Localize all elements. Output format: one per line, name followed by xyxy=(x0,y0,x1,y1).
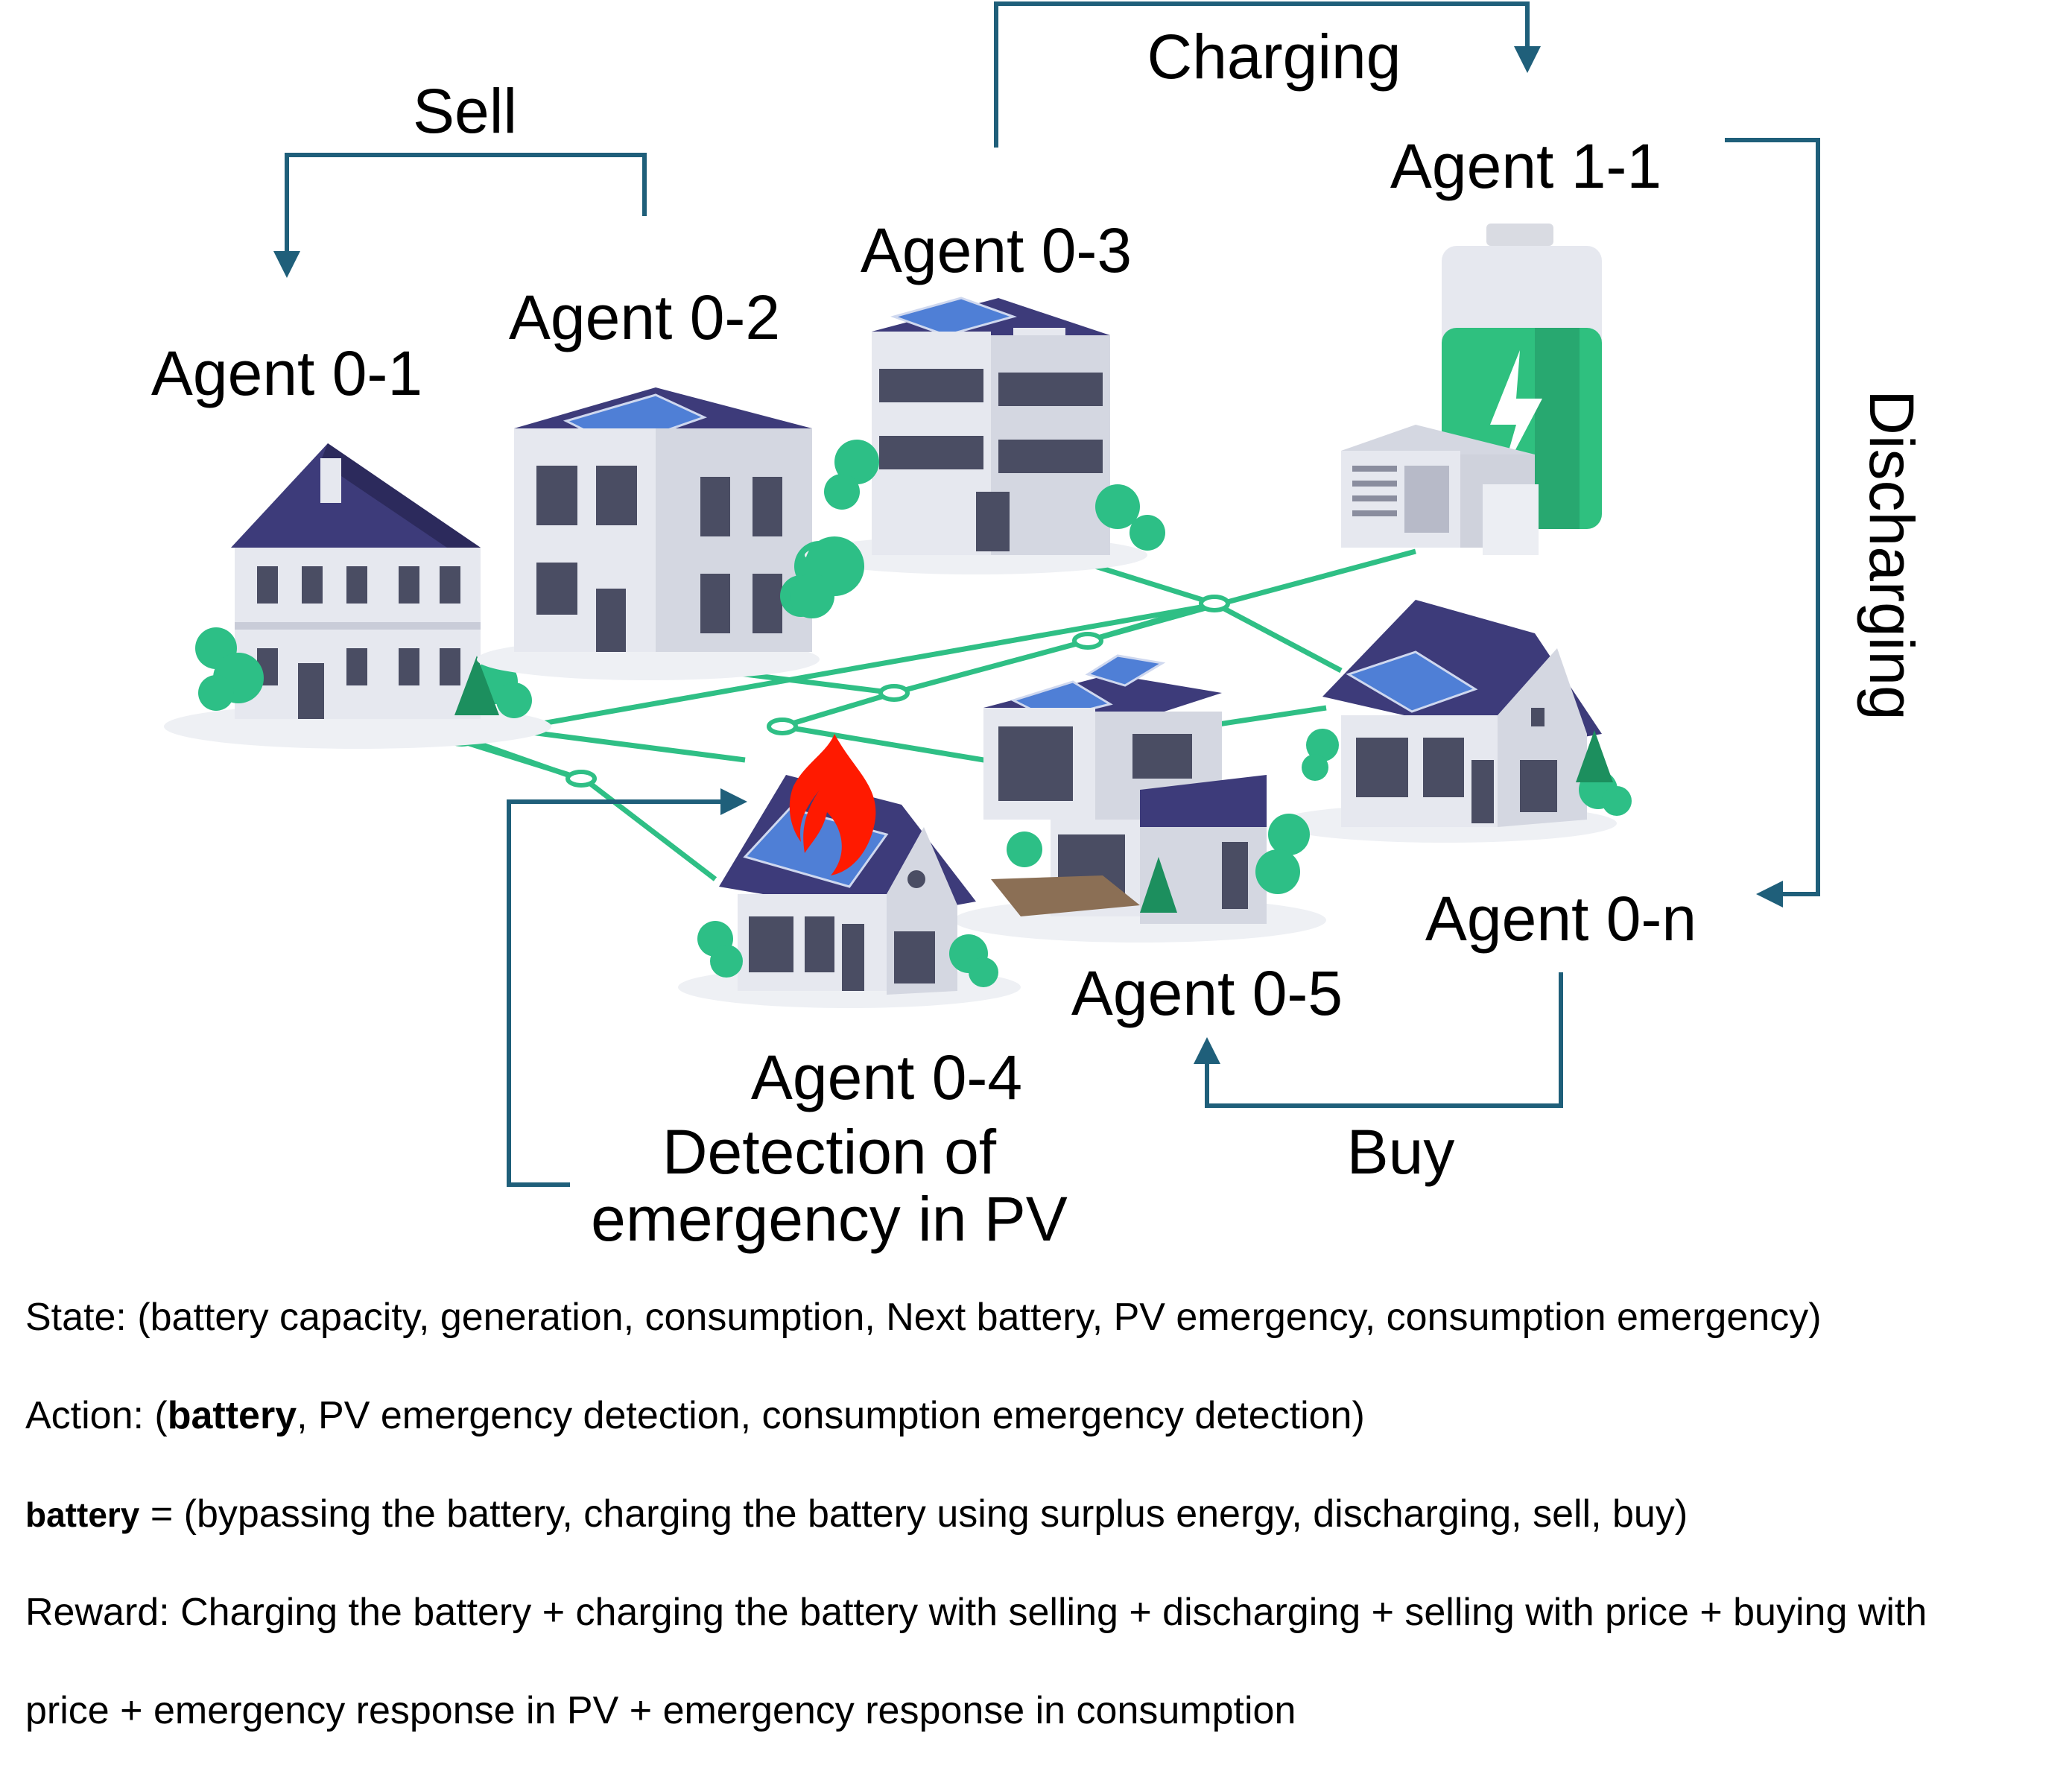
label-agent-0-5: Agent 0-5 xyxy=(1071,958,1343,1028)
sell-arrow xyxy=(273,153,647,278)
house-agent-0-n xyxy=(1274,600,1632,843)
battery-agent-1-1 xyxy=(1341,224,1602,555)
house-agent-0-4 xyxy=(678,734,1021,1008)
label-buy: Buy xyxy=(1347,1117,1455,1187)
reward-line-2: price + emergency response in PV + emerg… xyxy=(25,1689,1296,1732)
buy-arrow xyxy=(1194,972,1563,1108)
building-agent-0-2 xyxy=(477,387,845,680)
building-agent-0-3 xyxy=(790,297,1165,618)
label-discharging: Discharging xyxy=(1857,390,1927,720)
state-line: State: (battery capacity, generation, co… xyxy=(25,1296,1822,1339)
label-agent-0-4: Agent 0-4 xyxy=(751,1042,1022,1112)
flow-arrows xyxy=(273,1,1820,1187)
label-agent-0-2: Agent 0-2 xyxy=(509,282,780,352)
action-line: Action: (battery, PV emergency detection… xyxy=(25,1391,1365,1440)
action-prefix: Action: ( xyxy=(25,1394,168,1437)
label-sell: Sell xyxy=(413,76,517,146)
reward-line-1: Reward: Charging the battery + charging … xyxy=(25,1591,1927,1634)
energy-trading-diagram: Sell Charging Agent 1-1 Agent 0-3 Agent … xyxy=(151,1,1927,1254)
label-agent-1-1: Agent 1-1 xyxy=(1390,131,1661,201)
fire-icon xyxy=(789,734,876,875)
label-charging: Charging xyxy=(1147,22,1401,92)
action-bold: battery xyxy=(167,1394,297,1437)
house-agent-0-5 xyxy=(954,654,1326,943)
label-agent-0-3: Agent 0-3 xyxy=(861,215,1132,285)
label-agent-0-1: Agent 0-1 xyxy=(151,338,422,408)
action-rest: , PV emergency detection, consumption em… xyxy=(297,1394,1365,1437)
charging-arrow xyxy=(994,1,1541,148)
detection-arrow xyxy=(507,788,747,1187)
battery-line: battery = (bypassing the battery, chargi… xyxy=(25,1489,1688,1539)
label-detection-line1: Detection of xyxy=(662,1117,997,1187)
label-agent-0-n: Agent 0-n xyxy=(1425,884,1696,954)
discharging-arrow xyxy=(1725,138,1820,907)
battery-bold: battery xyxy=(25,1495,140,1534)
label-detection-line2: emergency in PV xyxy=(591,1184,1068,1254)
battery-rest: = (bypassing the battery, charging the b… xyxy=(139,1492,1688,1536)
house-agent-0-1 xyxy=(164,443,551,749)
